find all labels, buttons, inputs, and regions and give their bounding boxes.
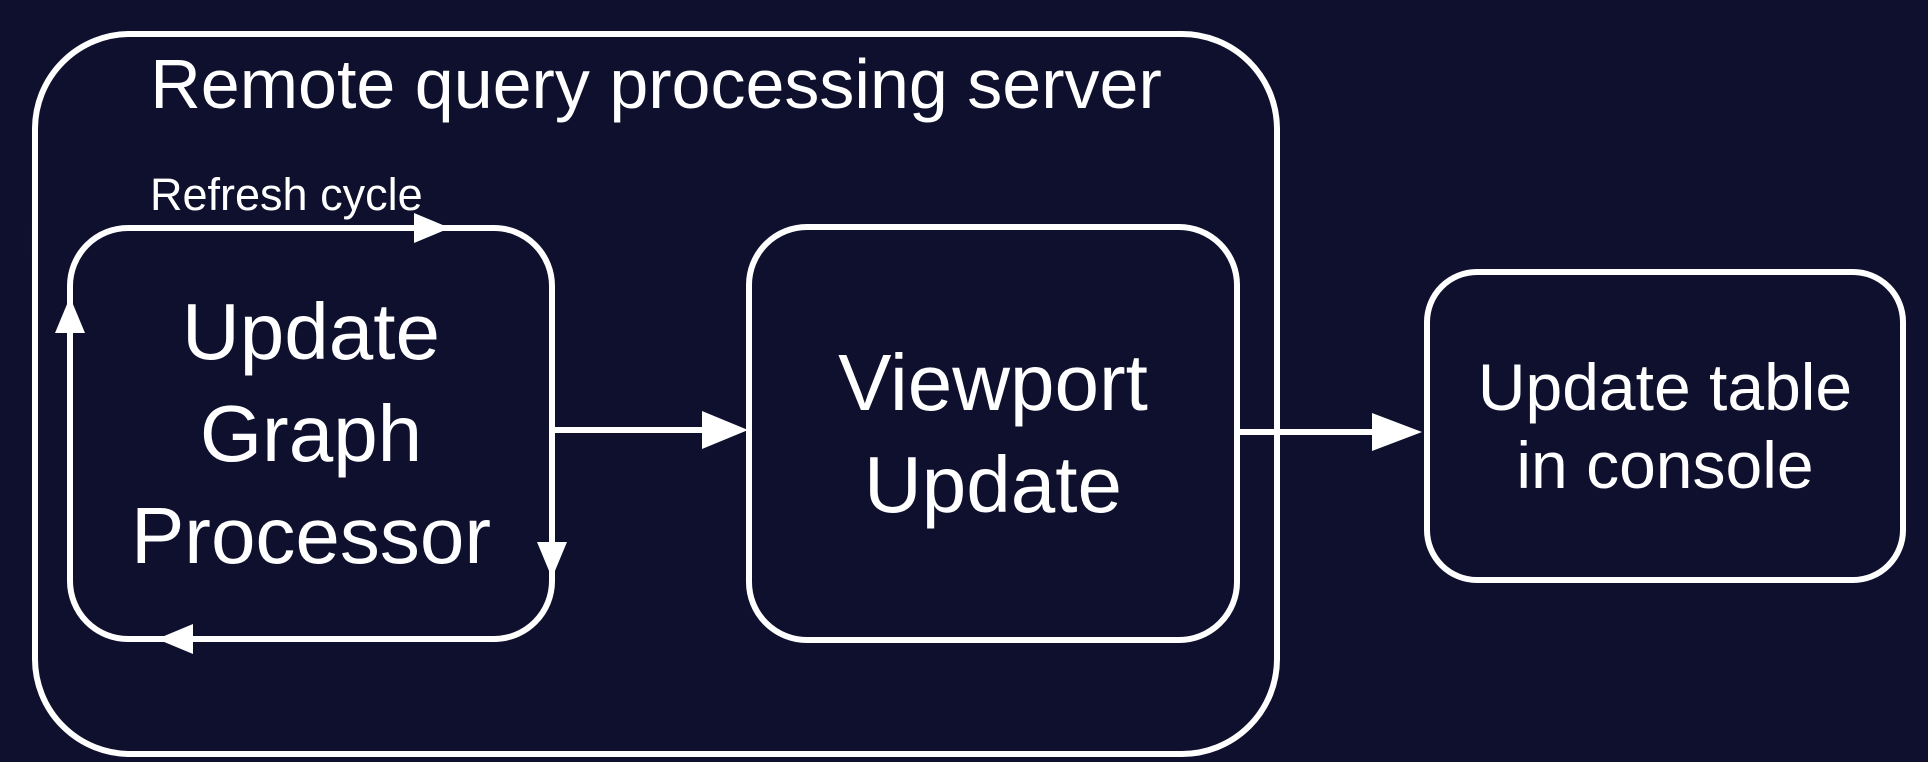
update-table-console-label-line2: in console — [1516, 428, 1814, 502]
remote-server-container-box[interactable] — [32, 31, 1280, 757]
update-table-console-label: Update table in console — [1427, 272, 1903, 580]
refresh-cycle-arrowhead-up-icon — [55, 297, 85, 333]
update-graph-processor-label-line1: Update — [182, 286, 440, 376]
update-table-console-node[interactable] — [1424, 269, 1906, 583]
refresh-cycle-label: Refresh cycle — [150, 169, 423, 220]
container-title: Remote query processing server — [150, 45, 1162, 123]
arrow-update-to-viewport-head-icon — [702, 411, 748, 449]
viewport-update-label: Viewport Update — [749, 227, 1237, 640]
update-graph-processor-label-line2: Graph — [199, 388, 423, 478]
update-table-console-label-line1: Update table — [1477, 350, 1853, 424]
viewport-update-label-line2: Update — [864, 439, 1122, 529]
update-graph-processor-node[interactable] — [67, 225, 555, 642]
arrow-viewport-to-console[interactable] — [1235, 413, 1422, 451]
update-graph-processor-label: Update Graph Processor — [70, 228, 552, 639]
update-graph-processor-label-line3: Processor — [130, 490, 492, 580]
refresh-cycle-arrowhead-right-icon — [414, 213, 450, 243]
arrow-viewport-to-console-head-icon — [1372, 413, 1422, 451]
refresh-cycle-arrowhead-down-icon — [537, 542, 567, 578]
arrow-update-to-viewport[interactable] — [552, 411, 748, 449]
viewport-update-label-line1: Viewport — [838, 337, 1148, 427]
refresh-cycle-arrowhead-left-icon — [157, 624, 193, 654]
